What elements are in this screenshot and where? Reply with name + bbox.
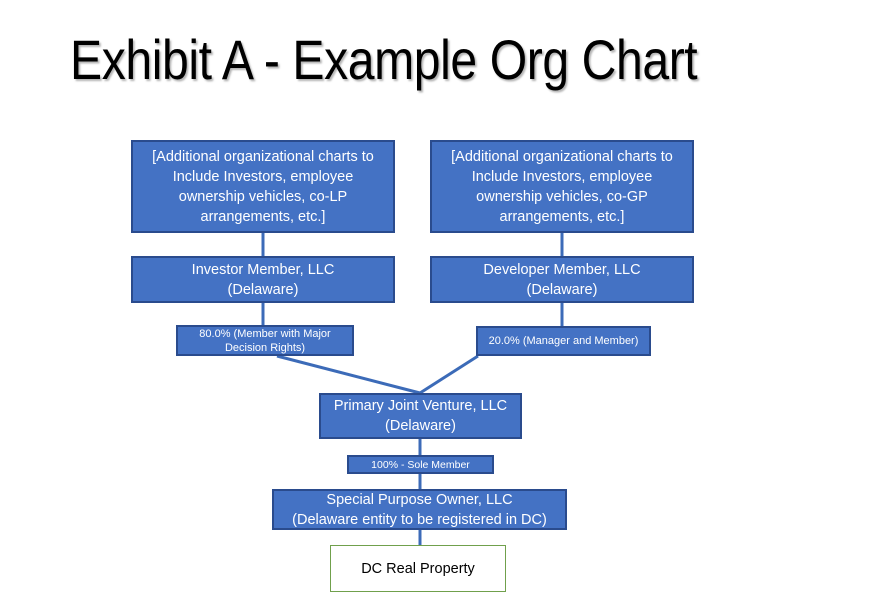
node-aux-charts-left-label: [Additional organizational charts to Inc…	[152, 148, 374, 225]
edge-label-80-percent-text: 80.0% (Member with Major Decision Rights…	[199, 327, 331, 354]
edge-label-80-percent[interactable]: 80.0% (Member with Major Decision Rights…	[176, 325, 354, 356]
connector-pctleft-jv	[276, 354, 421, 395]
node-investor-member-label: Investor Member, LLC (Delaware)	[191, 261, 335, 298]
edge-label-20-percent-text: 20.0% (Manager and Member)	[488, 335, 639, 347]
node-aux-charts-right-label: [Additional organizational charts to Inc…	[451, 148, 673, 225]
node-special-purpose-owner[interactable]: Special Purpose Owner, LLC (Delaware ent…	[272, 489, 567, 530]
page-title: Exhibit A - Example Org Chart	[70, 28, 698, 91]
node-dc-real-property-label: DC Real Property	[361, 560, 475, 577]
edge-label-20-percent[interactable]: 20.0% (Manager and Member)	[476, 326, 651, 356]
connector-pctright-jv	[419, 354, 479, 395]
edge-label-100-percent-sole-member-text: 100% - Sole Member	[371, 458, 470, 471]
node-special-purpose-owner-label: Special Purpose Owner, LLC (Delaware ent…	[292, 491, 547, 528]
node-developer-member[interactable]: Developer Member, LLC (Delaware)	[430, 256, 694, 303]
node-aux-charts-left[interactable]: [Additional organizational charts to Inc…	[131, 140, 395, 233]
node-primary-joint-venture[interactable]: Primary Joint Venture, LLC (Delaware)	[319, 393, 522, 439]
node-developer-member-label: Developer Member, LLC (Delaware)	[483, 261, 641, 298]
node-aux-charts-right[interactable]: [Additional organizational charts to Inc…	[430, 140, 694, 233]
node-primary-joint-venture-label: Primary Joint Venture, LLC (Delaware)	[333, 398, 508, 434]
node-dc-real-property[interactable]: DC Real Property	[330, 545, 506, 592]
node-investor-member[interactable]: Investor Member, LLC (Delaware)	[131, 256, 395, 303]
edge-label-100-percent-sole-member[interactable]: 100% - Sole Member	[347, 455, 494, 474]
